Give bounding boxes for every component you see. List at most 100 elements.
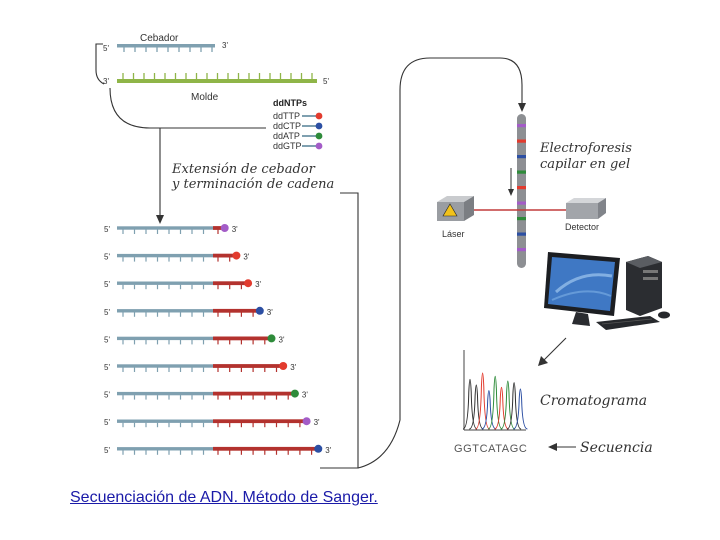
- template-5-end: 5': [323, 77, 329, 86]
- detector-device: Detector: [565, 198, 606, 232]
- flow-line-left: [109, 87, 266, 129]
- fragment-primer-segment: [117, 309, 213, 313]
- fragment-terminator-dot: [290, 389, 299, 398]
- extension-label-line1: Extensión de cebador: [171, 162, 316, 177]
- fragment-primer-segment: [117, 364, 213, 368]
- electrophoresis-label-line2: capilar en gel: [540, 157, 630, 172]
- capillary-band: [517, 232, 526, 236]
- detector-box-side: [598, 198, 606, 219]
- tower-drive-2: [643, 277, 658, 280]
- fragment-3: 5'3': [104, 279, 262, 290]
- fragment-primer-segment: [117, 226, 213, 230]
- sequence-text: GGTCATAGC: [454, 443, 527, 455]
- fragment-extension-segment: [213, 446, 319, 451]
- extension-label-line2: y terminación de cadena: [171, 177, 334, 192]
- fragment-5-end: 5': [104, 363, 110, 372]
- primer-5-end: 5': [103, 44, 109, 53]
- fragment-3-end: 3': [314, 418, 320, 427]
- fragment-terminator-dot: [302, 417, 311, 426]
- fragment-9: 5' 3': [104, 444, 332, 455]
- detector-box-front: [566, 203, 598, 219]
- detector-box-top: [566, 198, 606, 203]
- fragment-primer-segment: [117, 281, 213, 285]
- chromatogram-label: Cromatograma: [540, 393, 647, 409]
- ddntp-gtp-label: ddGTP: [273, 141, 302, 151]
- electrophoresis-label-line1: Electroforesis: [539, 141, 632, 156]
- capillary-tube: [517, 114, 526, 268]
- fragment-4: 5' 3': [104, 306, 273, 317]
- capillary-band: [517, 155, 526, 159]
- primer-3-end: 3': [222, 41, 228, 50]
- fragment-extension-segment: [213, 419, 307, 424]
- fragment-3-end: 3': [232, 225, 238, 234]
- template-3-end: 3': [103, 77, 109, 86]
- capillary-band: [517, 170, 526, 174]
- fragment-primer-segment: [117, 419, 213, 423]
- ddntp-ttp-dot: [315, 112, 323, 120]
- fragment-5-end: 5': [104, 253, 110, 262]
- template-label: Molde: [191, 92, 219, 103]
- capillary-flow-arrow: [508, 189, 514, 196]
- computer-to-chromatogram-line: [543, 337, 567, 361]
- fragments-ladder: 5'3'5'3'5'3'5'3'5'3'5'3'5'3'5'3'5'3': [104, 224, 332, 455]
- laser-box-top: [437, 196, 474, 202]
- capillary-bands: [517, 124, 526, 252]
- fragment-terminator-dot: [244, 279, 253, 288]
- sequence-arrow-head: [548, 443, 557, 451]
- monitor-stand: [572, 312, 590, 326]
- laser-label: Láser: [442, 229, 465, 239]
- fragment-extension-segment: [213, 308, 260, 313]
- screen-glare-2: [551, 290, 612, 301]
- ddntp-ctp-dot: [315, 122, 323, 130]
- capillary-band: [517, 124, 526, 128]
- ddntp-title: ddNTPs: [273, 98, 307, 108]
- fragment-2: 5'3': [104, 251, 250, 262]
- flow-line-results: [320, 192, 359, 469]
- keyboard-keys: [601, 318, 653, 325]
- tower-drive: [643, 270, 658, 273]
- fragment-extension-segment: [213, 226, 225, 230]
- fragment-3-end: 3': [325, 446, 331, 455]
- fragment-primer-segment: [117, 391, 213, 396]
- fragment-5-end: 5': [104, 446, 110, 455]
- primer-template-group: Cebador 5' 3' 3' 5' Molde: [103, 33, 329, 103]
- fragment-extension-segment: [213, 336, 272, 341]
- capillary-group: [463, 114, 575, 268]
- chromatogram-peak: [513, 388, 528, 430]
- computer-icon: [544, 252, 670, 330]
- fragment-3-end: 3': [302, 391, 308, 400]
- screen-glare: [554, 273, 613, 294]
- figure-caption[interactable]: Secuenciación de ADN. Método de Sanger.: [70, 489, 378, 506]
- fragment-5: 5' 3': [104, 334, 285, 345]
- ddntp-legend: ddNTPs ddTTP ddCTP ddATP ddGTP: [273, 98, 323, 151]
- sequence-label: Secuencia: [580, 440, 653, 456]
- primer-ticks: [123, 47, 213, 52]
- fragment-6: 5' 3': [104, 362, 297, 372]
- detector-label: Detector: [565, 222, 599, 232]
- fragment-terminator-dot: [255, 306, 264, 315]
- chromatogram-traces: [462, 372, 528, 430]
- fragment-5-end: 5': [104, 418, 110, 427]
- fragment-7: 5' 3': [104, 389, 308, 400]
- fragment-3-end: 3': [279, 335, 285, 344]
- capillary-band: [517, 217, 526, 221]
- fragment-primer-segment: [117, 447, 213, 451]
- fragment-5-end: 5': [104, 308, 110, 317]
- ddntp-ttp-label: ddTTP: [273, 111, 300, 121]
- keyboard: [596, 316, 660, 330]
- template-ticks: [122, 73, 313, 79]
- mouse: [658, 311, 670, 319]
- fragment-8: 5' 3': [104, 417, 320, 428]
- fragment-5-end: 5': [104, 335, 110, 344]
- fragment-5-end: 5': [104, 225, 110, 234]
- fragment-3-end: 3': [267, 308, 273, 317]
- capillary-band: [517, 248, 526, 252]
- ddntp-gtp-dot: [315, 142, 323, 150]
- fragment-5-end: 5': [104, 391, 110, 400]
- capillary-band: [517, 186, 526, 190]
- laser-box-side: [464, 196, 474, 221]
- fragment-3-end: 3': [290, 363, 296, 372]
- fragment-extension-segment: [213, 391, 295, 396]
- fragment-primer-segment: [117, 253, 213, 258]
- chromatogram-peak: [487, 375, 503, 430]
